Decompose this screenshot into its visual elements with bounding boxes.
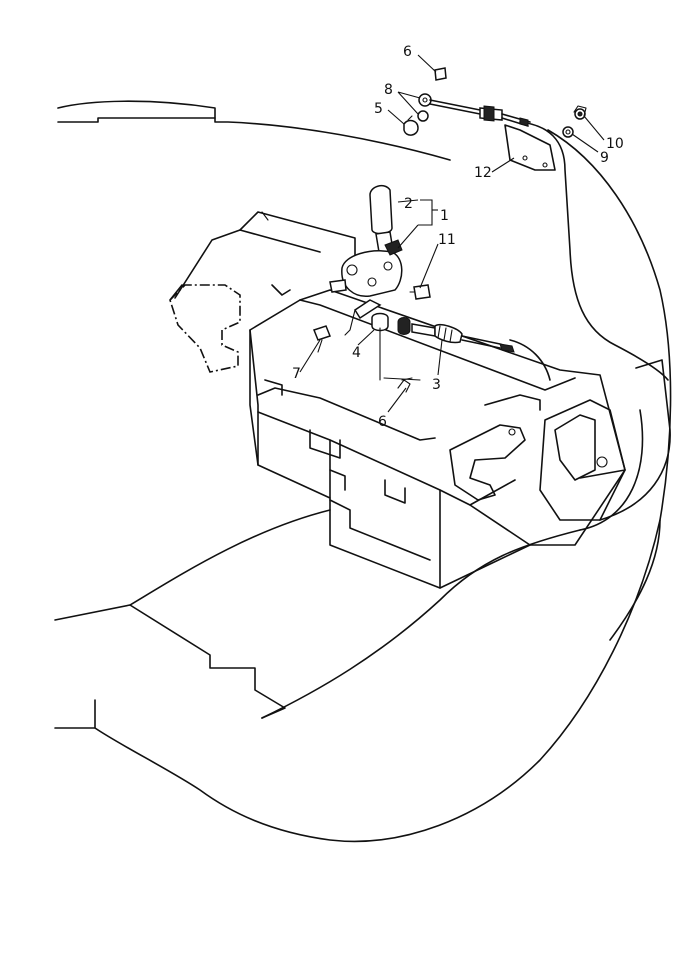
callout-2: 2 [404,196,413,212]
callout-6-top: 6 [403,44,412,60]
callout-4: 4 [352,345,361,361]
callout-8: 8 [384,82,393,98]
throttle-cable-route [509,121,669,381]
callout-11: 11 [438,232,456,248]
callouts: 6 8 5 10 9 12 2 1 11 4 7 3 6 [292,44,624,430]
clip-part-6-mid [397,377,413,393]
lever-body [341,250,403,297]
control-box [249,289,626,589]
callout-10: 10 [606,136,624,152]
callout-1: 1 [440,208,449,224]
callout-7: 7 [292,366,301,382]
callout-leaders [299,54,605,413]
callout-12: 12 [474,165,492,181]
bolt-part-11 [409,284,431,300]
bolt-part-7 [313,325,331,353]
right-bracket [449,394,626,521]
lever-assembly [329,184,403,336]
callout-3: 3 [432,377,441,393]
control-cable-3 [371,312,515,381]
callout-6-mid: 6 [378,414,387,430]
left-bracket [169,211,356,373]
lever-knob [369,184,393,235]
callout-5: 5 [374,101,383,117]
callout-9: 9 [600,150,609,166]
machine-outline [54,100,672,843]
